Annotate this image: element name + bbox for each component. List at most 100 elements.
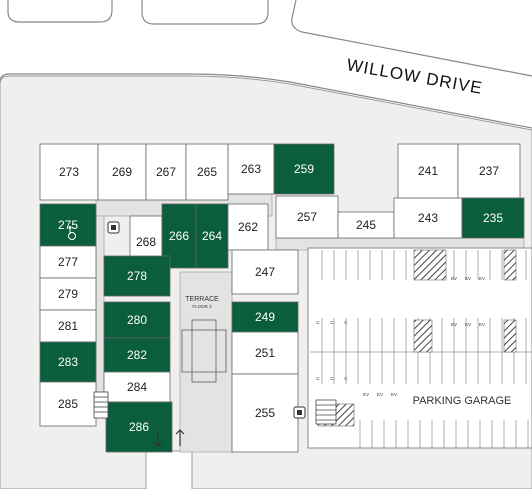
unit-shape[interactable] [39,341,97,383]
unit-269[interactable]: 269 [97,143,147,201]
unit-shape[interactable] [457,143,521,199]
terrace-subtitle: FLOOR 2 [192,304,212,309]
road-curbs [0,0,532,129]
unit-number: 266 [169,229,189,243]
trash-icon [293,406,306,419]
unit-262[interactable]: 262 [227,203,269,251]
parking-mark: EV [451,276,457,281]
unit-shape[interactable] [231,301,299,333]
unit-number: 269 [112,165,132,179]
unit-number: 283 [58,355,78,369]
unit-shape[interactable] [39,203,97,247]
parking-mark: EV [465,276,471,281]
unit-shape[interactable] [39,277,97,311]
unit-shape[interactable] [39,309,97,343]
unit-number: 275 [58,218,78,232]
unit-257[interactable]: 257 [275,195,339,239]
unit-285[interactable]: 285 [39,381,97,427]
unit-277[interactable]: 277 [39,245,97,279]
unit-number: 285 [58,397,78,411]
stairs-icon [315,399,337,425]
unit-259[interactable]: 259 [273,143,335,195]
garage-hatched-bay [413,249,447,281]
unit-number: 273 [59,165,79,179]
unit-number: 247 [255,265,275,279]
unit-280[interactable]: 280 [103,301,171,339]
parking-mark: EV [479,322,485,327]
unit-281[interactable]: 281 [39,309,97,343]
unit-shape[interactable] [103,255,171,297]
unit-number: 255 [255,406,275,420]
unit-number: 251 [255,346,275,360]
unit-286[interactable]: 286 [105,401,173,453]
unit-number: 268 [136,235,156,249]
unit-number: 257 [297,210,317,224]
unit-278[interactable]: 278 [103,255,171,297]
unit-number: 237 [479,164,499,178]
unit-number: 265 [197,165,217,179]
garage-hatched-bay [503,319,517,353]
unit-number: 279 [58,287,78,301]
unit-235[interactable]: 235 [461,197,525,239]
unit-shape[interactable] [185,143,229,201]
unit-shape[interactable] [275,195,339,239]
street-name: WILLOW DRIVE [345,55,484,98]
unit-251[interactable]: 251 [231,331,299,375]
unit-241[interactable]: 241 [397,143,459,199]
unit-number: 241 [418,164,438,178]
unit-shape[interactable] [145,143,187,201]
unit-243[interactable]: 243 [393,197,463,239]
unit-263[interactable]: 263 [227,143,275,195]
unit-shape[interactable] [231,249,299,295]
unit-number: 245 [356,218,376,232]
unit-number: 235 [483,211,503,225]
parking-mark: C [330,320,334,325]
unit-shape[interactable] [39,143,99,201]
unit-shape[interactable] [227,143,275,195]
unit-264[interactable]: 264 [195,203,229,269]
unit-255[interactable]: 255 [231,373,299,453]
parking-mark: C [316,320,320,325]
unit-shape[interactable] [231,373,299,453]
unit-247[interactable]: 247 [231,249,299,295]
unit-number: 284 [127,380,147,394]
parking-mark: EV [363,392,369,397]
unit-273[interactable]: 273 [39,143,99,201]
unit-282[interactable]: 282 [103,337,171,373]
unit-shape[interactable] [231,331,299,375]
unit-279[interactable]: 279 [39,277,97,311]
unit-275[interactable]: 275 [39,203,97,247]
arrow-up-icon [175,429,185,446]
parking-mark: C [330,376,334,381]
parking-mark: EV [451,322,457,327]
unit-shape[interactable] [461,197,525,239]
unit-shape[interactable] [393,197,463,239]
unit-249[interactable]: 249 [231,301,299,333]
unit-number: 267 [156,165,176,179]
unit-265[interactable]: 265 [185,143,229,201]
unit-shape[interactable] [195,203,229,269]
unit-237[interactable]: 237 [457,143,521,199]
parking-mark: C [316,376,320,381]
unit-number: 282 [127,348,147,362]
unit-number: 243 [418,211,438,225]
unit-283[interactable]: 283 [39,341,97,383]
stairs-icon [93,391,109,419]
unit-shape[interactable] [397,143,459,199]
parking-mark: EV [479,276,485,281]
unit-shape[interactable] [103,301,171,339]
unit-267[interactable]: 267 [145,143,187,201]
unit-shape[interactable] [39,245,97,279]
unit-284[interactable]: 284 [103,371,171,403]
unit-number: 278 [127,269,147,283]
unit-shape[interactable] [39,381,97,427]
unit-number: 286 [129,420,149,434]
unit-shape[interactable] [337,211,395,239]
unit-number: 249 [255,310,275,324]
unit-shape[interactable] [273,143,335,195]
unit-245[interactable]: 245 [337,211,395,239]
unit-shape[interactable] [227,203,269,251]
unit-shape[interactable] [103,371,171,403]
